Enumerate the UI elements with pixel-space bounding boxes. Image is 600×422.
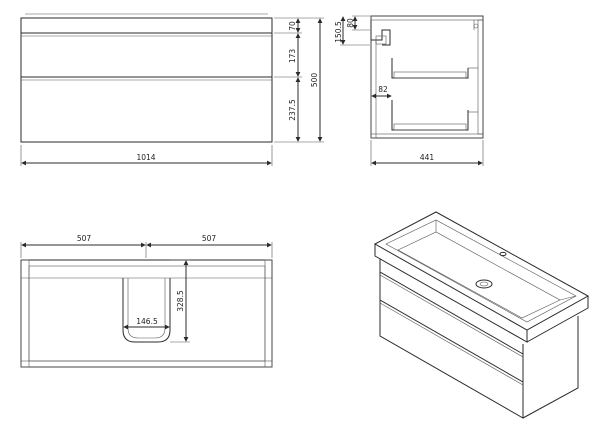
cutout-depth-label: 328.5 [176,290,185,312]
left-half-label: 507 [77,234,92,243]
drain-mark [473,23,479,29]
side-top-label: 80 [346,18,355,28]
cutout-width-label: 146.5 [136,317,158,326]
basin-top-surface [373,211,590,331]
iso-drawer-divider [379,299,524,383]
front-view: 1014 70 173 237.5 500 [20,13,324,166]
side-back-wall [477,19,484,135]
siphon-cutout-inner [127,278,166,339]
side-front-wall [370,39,377,139]
top-gap-label: 70 [288,21,297,31]
side-bottom-wall [370,133,484,139]
cabinet-side [522,316,579,419]
basin-edge-hatch [375,35,387,45]
drain-hole-inner [479,281,489,287]
side-inner-label: 82 [378,85,388,94]
upper-drawer-section [391,58,469,79]
basin-bowl [397,231,561,319]
siphon-cutout-outer [122,278,171,343]
basin-rim-section [371,29,391,46]
bowl-edge-right [559,295,577,301]
side-top-wall [370,15,484,21]
upper-drawer-label: 173 [288,49,297,64]
plan-back-wall [20,360,273,368]
cabinet-front [379,259,524,419]
drain-hole [475,279,493,289]
lower-drawer-label: 237.5 [288,99,297,121]
height-label: 500 [310,73,319,88]
plan-outline [20,259,273,368]
depth-label: 441 [420,153,435,162]
plan-left-wall [20,259,30,368]
right-half-label: 507 [202,234,217,243]
tap-hole [499,251,507,257]
iso-drawer-top-line-2 [379,274,524,358]
upper-drawer-bottom [393,71,467,79]
lower-drawer-section [391,100,469,131]
plan-inner-outline [28,265,266,362]
width-label: 1014 [136,153,155,162]
side-offset-label: 150.5 [334,21,343,43]
basin-side-edge [526,296,589,343]
iso-drawer-divider-2 [379,302,524,386]
basin-rim-inner [385,219,577,323]
top-view: 507 507 146.5 328.5 [20,234,273,368]
plan-right-wall [264,259,273,368]
lower-drawer-bottom [393,123,467,131]
basin-front-edge [374,244,528,343]
iso-drawer-top-line [379,271,524,355]
side-view: 80 150.5 82 441 [334,15,484,166]
isometric-view [373,211,590,419]
